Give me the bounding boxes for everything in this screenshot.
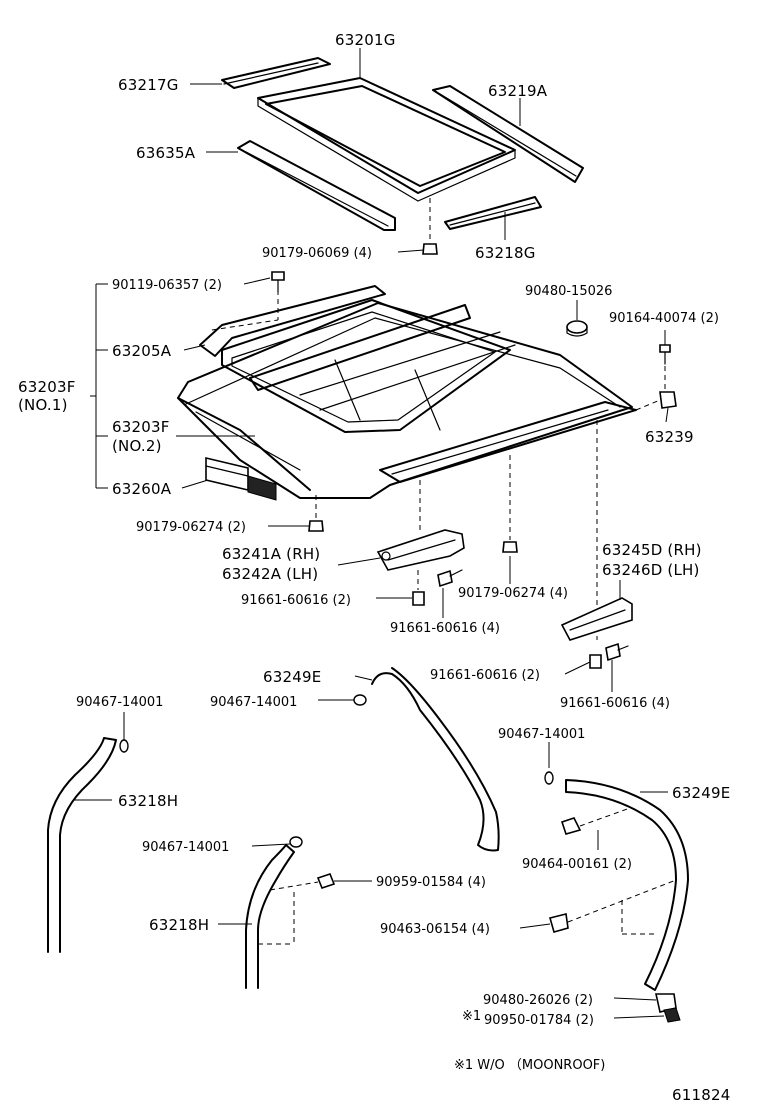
label-91661-60616-c: 91661-60616 (2) xyxy=(430,668,540,683)
clip-90464-00161 xyxy=(560,807,631,835)
label-63203F-no1: 63203F xyxy=(18,378,76,396)
clip-90179-06274-left xyxy=(308,495,324,532)
sunroof-frame-assembly xyxy=(177,285,637,501)
clamp-90467-14001-left xyxy=(119,712,129,753)
clamp-90467-14001-center xyxy=(289,836,303,848)
label-63239: 63239 xyxy=(645,428,694,446)
label-90467-14001-c: 90467-14001 xyxy=(498,727,585,742)
label-63217G: 63217G xyxy=(118,76,179,94)
label-63218G: 63218G xyxy=(475,244,536,262)
label-63246D: 63246D (LH) xyxy=(602,561,700,579)
side-rail-63219A xyxy=(432,85,584,183)
front-trim-63217G xyxy=(221,57,331,89)
rear-trim-63218G xyxy=(444,196,542,230)
clip-90179-06069 xyxy=(422,198,438,255)
drain-hose-63218H-center xyxy=(245,844,295,989)
drain-hose-63249E-upper xyxy=(371,667,500,852)
label-63218H-left: 63218H xyxy=(118,792,178,810)
label-91661-60616-a: 91661-60616 (2) xyxy=(241,593,351,608)
label-90467-14001-b: 90467-14001 xyxy=(210,695,297,710)
leader-lines xyxy=(74,48,669,1019)
label-90467-14001-a: 90467-14001 xyxy=(76,695,163,710)
clamp-90467-14001-right xyxy=(544,742,554,785)
label-63245D: 63245D (RH) xyxy=(602,541,702,559)
label-63218H-center: 63218H xyxy=(149,916,209,934)
label-90480-15026: 90480-15026 xyxy=(525,284,612,299)
callout-labels: 63201G 63217G 63219A 63635A 90179-06069 … xyxy=(18,31,730,1104)
label-90463-06154: 90463-06154 (4) xyxy=(380,922,490,937)
figure-number: 611824 xyxy=(672,1086,730,1104)
clip-90179-06274-right xyxy=(502,455,518,553)
label-63203F-no2: 63203F xyxy=(112,418,170,436)
label-63635A: 63635A xyxy=(136,144,196,162)
label-91661-60616-d: 91661-60616 (4) xyxy=(560,696,670,711)
label-63203F-no1-sub: (NO.1) xyxy=(18,396,68,414)
label-90164-40074: 90164-40074 (2) xyxy=(609,311,719,326)
footnote: ※1 W/O （MOONROOF) xyxy=(454,1058,605,1073)
link-63245D-63246D xyxy=(560,420,633,641)
label-90119-06357: 90119-06357 (2) xyxy=(112,278,222,293)
label-63260A: 63260A xyxy=(112,480,172,498)
clip-90463-06154 xyxy=(549,879,677,935)
label-63219A: 63219A xyxy=(488,82,548,100)
grommet-90959-01584 xyxy=(258,873,336,945)
clamp-90467-14001-upper xyxy=(353,694,367,706)
bolt-91661-60616-a xyxy=(412,570,425,606)
label-63205A: 63205A xyxy=(112,342,172,360)
drain-hose-63218H-left xyxy=(47,737,117,953)
bolt-91661-60616-d xyxy=(605,642,629,662)
link-63241A-63242A xyxy=(376,480,465,571)
label-63203F-no2-sub: (NO.2) xyxy=(112,437,162,455)
glass-panel-63201G xyxy=(257,77,516,202)
bracket-63239 xyxy=(635,391,677,411)
label-90959-01584: 90959-01584 (4) xyxy=(376,875,486,890)
label-90467-14001-d: 90467-14001 xyxy=(142,840,229,855)
label-63249E-right: 63249E xyxy=(672,784,730,802)
label-ref-mark: ※1 xyxy=(462,1009,481,1024)
label-90179-06274-left: 90179-06274 (2) xyxy=(136,520,246,535)
label-63241A: 63241A (RH) xyxy=(222,545,320,563)
bolt-91661-60616-b xyxy=(437,569,463,588)
label-90480-26026: 90480-26026 (2) xyxy=(483,993,593,1008)
label-90179-06274-right: 90179-06274 (4) xyxy=(458,586,568,601)
weatherstrip-63635A xyxy=(237,140,396,231)
drain-hose-63249E-right xyxy=(565,779,689,991)
label-90179-06069: 90179-06069 (4) xyxy=(262,246,372,261)
label-63242A: 63242A (LH) xyxy=(222,565,318,583)
plug-90480-15026 xyxy=(566,320,588,337)
label-63201G: 63201G xyxy=(335,31,396,49)
label-90464-00161: 90464-00161 (2) xyxy=(522,857,632,872)
label-91661-60616-b: 91661-60616 (4) xyxy=(390,621,500,636)
bolt-91661-60616-c xyxy=(589,654,602,669)
label-63249E-upper: 63249E xyxy=(263,668,321,686)
screw-90164-40074 xyxy=(659,344,671,390)
drain-end-90480-26026 xyxy=(655,993,681,1023)
bolt-90119-06357 xyxy=(211,271,285,331)
label-90950-01784: 90950-01784 (2) xyxy=(484,1013,594,1028)
